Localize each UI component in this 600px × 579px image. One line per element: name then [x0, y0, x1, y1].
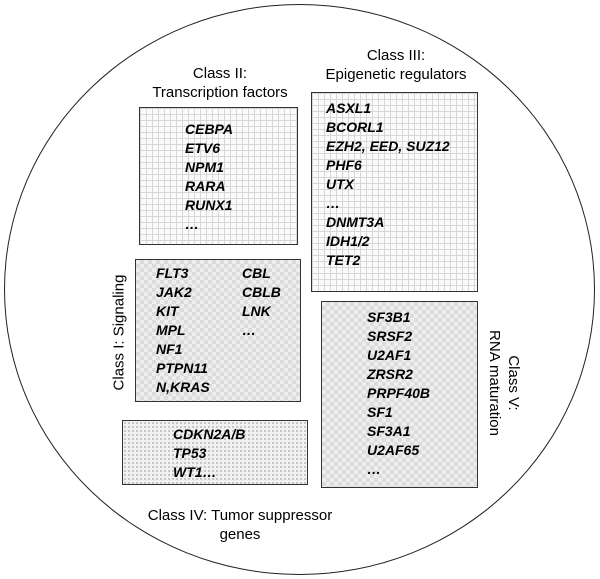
- class2-title: Class II: Transcription factors: [140, 64, 300, 102]
- gene-item: IDH1/2: [326, 233, 370, 249]
- gene-item: ZRSR2: [367, 366, 413, 382]
- gene-item: FLT3: [156, 265, 189, 281]
- gene-item: TP53: [173, 445, 207, 461]
- class4-title-line1: Class IV: Tumor suppressor: [147, 507, 333, 524]
- gene-item: WT1…: [173, 464, 217, 480]
- gene-item: JAK2: [156, 284, 192, 300]
- gene-item: SRSF2: [367, 328, 413, 344]
- class1-gene-list-col1: FLT3 JAK2 KIT MPL NF1 PTPN11 N,KRAS: [156, 264, 210, 397]
- gene-item: ASXL1: [326, 100, 372, 116]
- gene-item: SF3A1: [367, 423, 411, 439]
- class5-title: Class V: RNA maturation: [485, 323, 523, 443]
- gene-item: NPM1: [185, 159, 224, 175]
- class2-gene-list: CEBPA ETV6 NPM1 RARA RUNX1 …: [185, 120, 233, 234]
- class4-title: Class IV: Tumor suppressor genes: [110, 506, 370, 544]
- gene-item: PTPN11: [156, 360, 208, 376]
- gene-item: DNMT3A: [326, 214, 385, 230]
- gene-item: PHF6: [326, 157, 362, 173]
- class3-title: Class III: Epigenetic regulators: [306, 46, 486, 84]
- gene-item: EZH2, EED, SUZ12: [326, 138, 450, 154]
- class1-box: FLT3 JAK2 KIT MPL NF1 PTPN11 N,KRAS CBL …: [135, 259, 301, 402]
- class3-title-line1: Class III:: [366, 47, 426, 64]
- class2-title-line2: Transcription factors: [152, 84, 288, 101]
- gene-item: BCORL1: [326, 119, 384, 135]
- outer-circle: [4, 4, 595, 575]
- class3-title-line2: Epigenetic regulators: [325, 66, 467, 83]
- class4-title-line2: genes: [219, 526, 261, 543]
- gene-item: CBL: [242, 265, 271, 281]
- class5-title-line1: Class V:: [505, 355, 522, 411]
- gene-item: …: [185, 216, 199, 232]
- gene-item: KIT: [156, 303, 179, 319]
- class5-title-line2: RNA maturation: [486, 330, 503, 436]
- gene-item: ETV6: [185, 140, 221, 156]
- class4-gene-list: CDKN2A/B TP53 WT1…: [173, 425, 245, 482]
- gene-item: N,KRAS: [156, 379, 210, 395]
- class1-title: Class I: Signaling: [110, 274, 128, 391]
- gene-item: CDKN2A/B: [173, 426, 246, 442]
- gene-item: CEBPA: [185, 121, 233, 137]
- class3-gene-list: ASXL1 BCORL1 EZH2, EED, SUZ12 PHF6 UTX ……: [326, 99, 450, 270]
- gene-item: SF1: [367, 404, 393, 420]
- gene-item: UTX: [326, 176, 354, 192]
- class5-box: SF3B1 SRSF2 U2AF1 ZRSR2 PRPF40B SF1 SF3A…: [321, 301, 478, 488]
- gene-item: NF1: [156, 341, 183, 357]
- gene-item: U2AF1: [367, 347, 412, 363]
- gene-item: …: [326, 195, 340, 211]
- gene-item: LNK: [242, 303, 271, 319]
- class1-gene-list-col2: CBL CBLB LNK …: [242, 264, 281, 340]
- gene-item: U2AF65: [367, 442, 420, 458]
- gene-item: …: [367, 461, 381, 477]
- gene-item: MPL: [156, 322, 186, 338]
- gene-item: …: [242, 322, 256, 338]
- gene-item: CBLB: [242, 284, 281, 300]
- gene-item: TET2: [326, 252, 361, 268]
- class2-box: CEBPA ETV6 NPM1 RARA RUNX1 …: [139, 107, 298, 245]
- class2-title-line1: Class II:: [192, 65, 248, 82]
- gene-item: SF3B1: [367, 309, 411, 325]
- gene-item: RUNX1: [185, 197, 233, 213]
- gene-item: RARA: [185, 178, 226, 194]
- class5-gene-list: SF3B1 SRSF2 U2AF1 ZRSR2 PRPF40B SF1 SF3A…: [367, 308, 430, 479]
- class3-box: ASXL1 BCORL1 EZH2, EED, SUZ12 PHF6 UTX ……: [311, 92, 478, 292]
- class4-box: CDKN2A/B TP53 WT1…: [122, 420, 308, 485]
- gene-item: PRPF40B: [367, 385, 431, 401]
